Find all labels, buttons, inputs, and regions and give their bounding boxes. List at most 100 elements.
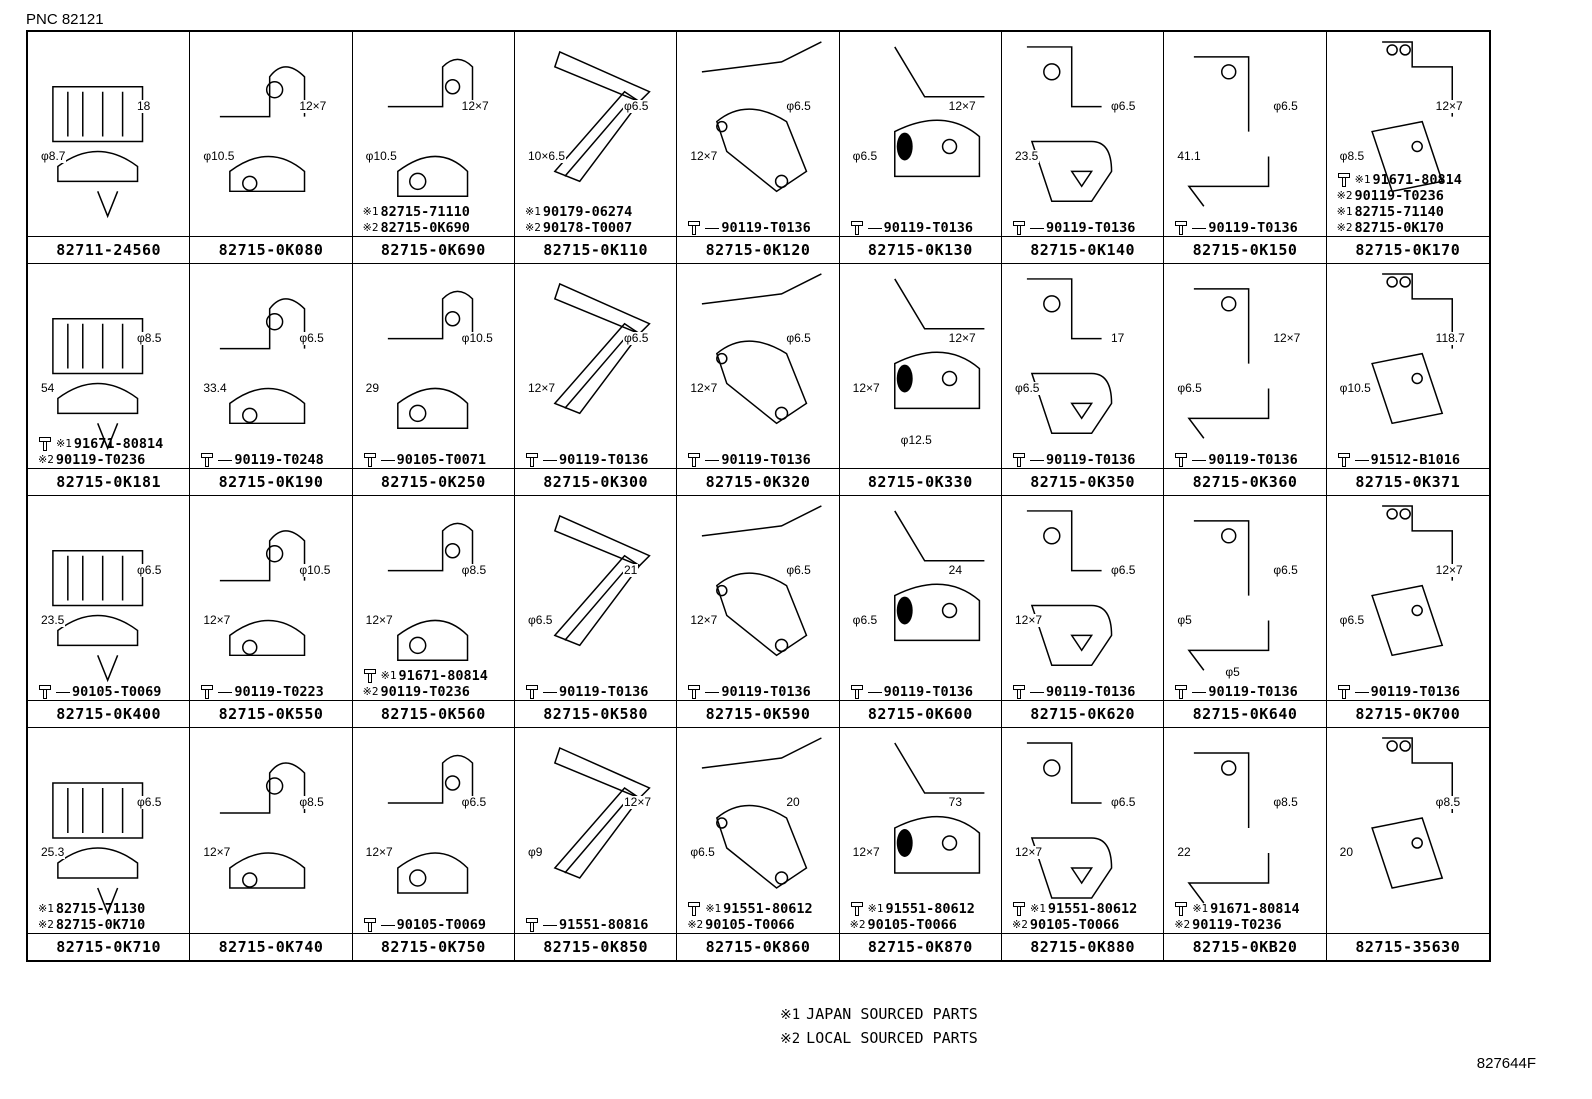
part-number[interactable]: 82715-0K320: [677, 468, 839, 495]
part-number[interactable]: 82715-0K080: [190, 236, 352, 263]
leader-line: [867, 227, 882, 229]
leader-line: [542, 924, 557, 926]
part-number[interactable]: 82715-0K740: [190, 933, 352, 960]
part-number[interactable]: 82715-0K620: [1001, 700, 1164, 727]
part-number[interactable]: 82715-0K140: [1001, 236, 1164, 263]
note-row: 90105-T0069: [38, 684, 189, 700]
dimension-label: 12×7: [460, 99, 490, 113]
part-number[interactable]: 82715-0K640: [1164, 700, 1326, 727]
dimension-label: φ8.5: [1272, 795, 1299, 809]
note-part-number: 90119-T0136: [883, 684, 974, 700]
note-part-number: 90105-T0069: [72, 684, 162, 700]
source-mark: ※1: [380, 669, 397, 682]
dimension-label: φ6.5: [1272, 99, 1299, 113]
note-part-number: 90119-T0136: [1045, 452, 1136, 468]
leader-line: [380, 924, 395, 926]
part-number[interactable]: 82715-0K690: [352, 236, 514, 263]
part-number[interactable]: 82715-0K250: [352, 468, 514, 495]
part-number[interactable]: 82715-0K170: [1326, 236, 1489, 263]
part-number[interactable]: 82715-0K150: [1164, 236, 1326, 263]
dimension-label: φ8.5: [1434, 795, 1462, 809]
part-number[interactable]: 82715-0K190: [190, 468, 352, 495]
part-number[interactable]: 82715-0K360: [1164, 468, 1326, 495]
part-notes: 90119-T0136: [1327, 684, 1489, 700]
dimension-label: φ6.5: [298, 331, 325, 345]
part-number[interactable]: 82715-0K590: [677, 700, 839, 727]
bolt-icon: [363, 453, 379, 467]
part-number[interactable]: 82715-0K870: [839, 933, 1001, 960]
part-number[interactable]: 82715-0K880: [1001, 933, 1164, 960]
part-number[interactable]: 82715-0K110: [514, 236, 677, 263]
bracket-drawing: [1370, 505, 1453, 657]
part-notes: 90119-T0248: [190, 452, 351, 468]
dimension-label: φ5: [1224, 665, 1241, 679]
source-mark: ※1: [56, 437, 72, 450]
bracket-drawing: [893, 46, 985, 178]
part-number[interactable]: 82715-0K580: [514, 700, 677, 727]
dimension-label: 24: [947, 563, 964, 577]
part-number[interactable]: 82715-0K600: [839, 700, 1001, 727]
source-mark: ※1: [1354, 173, 1371, 186]
note-row: 90119-T0136: [1337, 684, 1489, 700]
bolt-icon: [687, 902, 703, 916]
part-number[interactable]: 82715-0K860: [677, 933, 839, 960]
dimension-label: φ6.5: [1338, 613, 1366, 627]
part-number[interactable]: 82715-0K400: [28, 700, 190, 727]
bolt-icon: [1337, 685, 1353, 699]
source-mark: ※1: [867, 902, 884, 915]
bolt-icon: [687, 685, 703, 699]
part-number[interactable]: 82715-0K750: [352, 933, 514, 960]
dimension-label: 29: [364, 381, 381, 395]
bracket-drawing: [387, 754, 473, 894]
part-number[interactable]: 82715-0K330: [839, 468, 1001, 495]
bolt-icon: [525, 918, 541, 932]
part-number[interactable]: 82715-0K550: [190, 700, 352, 727]
part-number[interactable]: 82715-0K700: [1326, 700, 1489, 727]
part-number[interactable]: 82715-0K120: [677, 236, 839, 263]
part-notes: 90105-T0069: [28, 684, 189, 700]
part-number[interactable]: 82715-0K300: [514, 468, 677, 495]
part-notes: 90119-T0136: [1002, 452, 1163, 468]
part-number[interactable]: 82715-0K850: [514, 933, 677, 960]
bracket-drawing: [1026, 742, 1113, 899]
source-mark: ※1: [362, 205, 379, 218]
bracket-drawing: [52, 550, 144, 683]
bracket-drawing: [387, 522, 473, 662]
part-number[interactable]: 82715-0K181: [28, 468, 190, 495]
note-part-number: 91671-80814: [1210, 901, 1300, 917]
source-mark: ※2: [38, 453, 54, 466]
part-notes: 90119-T0136: [515, 684, 676, 700]
legend-text: LOCAL SOURCED PARTS: [806, 1029, 978, 1047]
part-notes: 91551-80816: [515, 917, 676, 933]
part-number[interactable]: 82711-24560: [28, 236, 190, 263]
part-number[interactable]: 82715-35630: [1326, 933, 1489, 960]
dimension-label: 23.5: [40, 613, 66, 627]
part-number[interactable]: 82715-0K560: [352, 700, 514, 727]
part-number[interactable]: 82715-0K371: [1326, 468, 1489, 495]
note-row: 90119-T0248: [200, 452, 351, 468]
part-number[interactable]: 82715-0K350: [1001, 468, 1164, 495]
dimension-label: φ6.5: [1109, 795, 1137, 809]
note-part-number: 90105-T0069: [396, 917, 487, 933]
dimension-label: φ8.5: [460, 563, 488, 577]
part-number[interactable]: 82715-0KB20: [1164, 933, 1326, 960]
note-row: 90119-T0136: [1012, 220, 1163, 236]
part-number[interactable]: 82715-0K130: [839, 236, 1001, 263]
part-number[interactable]: 82715-0K710: [28, 933, 190, 960]
